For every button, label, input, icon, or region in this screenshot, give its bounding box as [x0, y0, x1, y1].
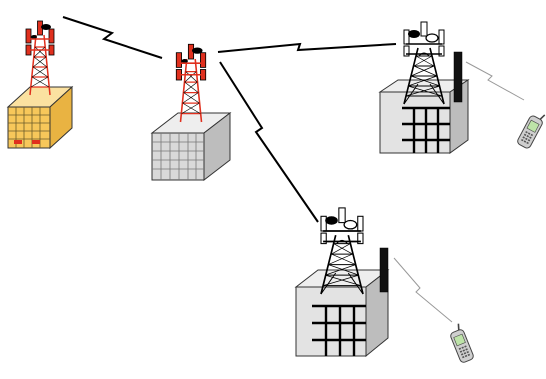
- yellow-building-icon: [6, 85, 74, 150]
- gray-office-building-icon: [150, 111, 232, 182]
- radio-links: [62, 16, 397, 223]
- wireless-links: [393, 61, 525, 323]
- wireless-link-site3-phone1: [465, 61, 525, 101]
- site-2: [150, 43, 232, 182]
- red-tower-icon: [175, 43, 207, 123]
- red-tower-icon: [25, 20, 55, 96]
- warehouse-building-icon: [294, 268, 390, 358]
- site-4: [294, 207, 390, 358]
- mobile-phone-icon: [446, 322, 476, 365]
- antenna-mast-icon: [379, 247, 389, 293]
- link-site1-site2: [62, 16, 163, 59]
- mobile-phone-icon: [515, 108, 546, 151]
- link-site2-site4: [219, 61, 319, 223]
- antenna-mast-icon: [453, 51, 463, 103]
- wireless-link-site4-phone2: [393, 257, 453, 323]
- site-3: [378, 21, 470, 154]
- site-1: [6, 20, 74, 150]
- link-site2-site3: [217, 42, 397, 53]
